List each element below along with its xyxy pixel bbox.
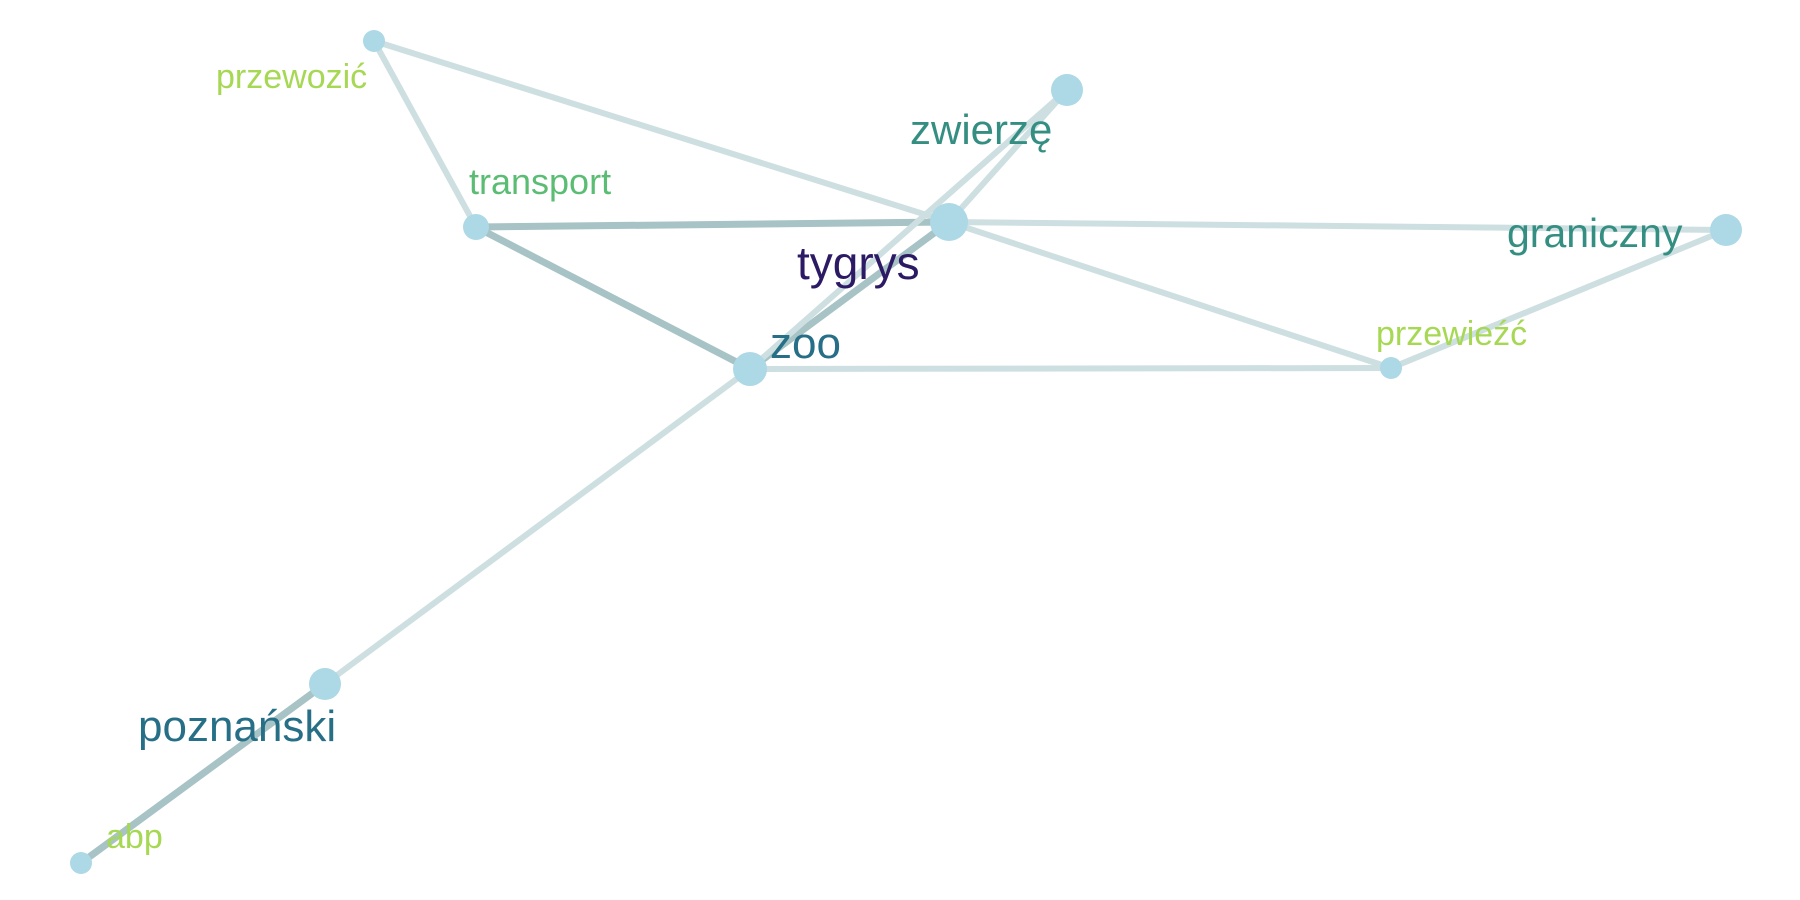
edge-zoo-poznanski bbox=[323, 366, 752, 687]
edge-zoo-przewiezc bbox=[749, 365, 1392, 372]
node-label-abp: abp bbox=[106, 818, 163, 856]
node-abp bbox=[70, 852, 92, 874]
node-label-przewozic: przewozić bbox=[216, 58, 367, 96]
node-label-poznanski: poznański bbox=[138, 702, 336, 751]
edge-transport-tygrys bbox=[475, 218, 950, 231]
edge-tygrys-zwierze bbox=[946, 88, 1070, 224]
labels-layer: tygrys zwierzę transport zoo graniczny przewi… bbox=[106, 58, 1683, 856]
edge-tygrys-przewiezc bbox=[948, 219, 1392, 371]
node-label-tygrys: tygrys bbox=[797, 237, 920, 289]
edge-przewozic-tygrys bbox=[373, 38, 950, 225]
node-label-przewiezc: przewieźć bbox=[1376, 315, 1527, 353]
node-przewiezc bbox=[1380, 357, 1402, 379]
edge-przewiezc-graniczny bbox=[1389, 227, 1728, 371]
node-poznanski bbox=[309, 668, 341, 700]
node-label-zoo: zoo bbox=[770, 319, 841, 368]
nodes-layer bbox=[70, 30, 1742, 874]
node-label-graniczny: graniczny bbox=[1507, 210, 1683, 256]
node-graniczny bbox=[1710, 214, 1742, 246]
edge-transport-zoo bbox=[474, 223, 752, 373]
edge-zoo-zwierze bbox=[748, 87, 1069, 372]
node-zoo bbox=[733, 352, 767, 386]
edge-tygrys-zoo bbox=[747, 219, 952, 372]
node-zwierze bbox=[1051, 74, 1083, 106]
node-label-zwierze: zwierzę bbox=[910, 106, 1052, 153]
edge-poznanski-abp bbox=[78, 681, 328, 866]
edge-tygrys-graniczny bbox=[948, 219, 1727, 233]
node-przewozic bbox=[363, 30, 385, 52]
node-transport bbox=[463, 214, 489, 240]
node-tygrys bbox=[930, 203, 968, 241]
edge-przewozic-transport bbox=[371, 39, 479, 229]
edges-layer bbox=[78, 38, 1728, 866]
node-label-transport: transport bbox=[469, 161, 611, 202]
